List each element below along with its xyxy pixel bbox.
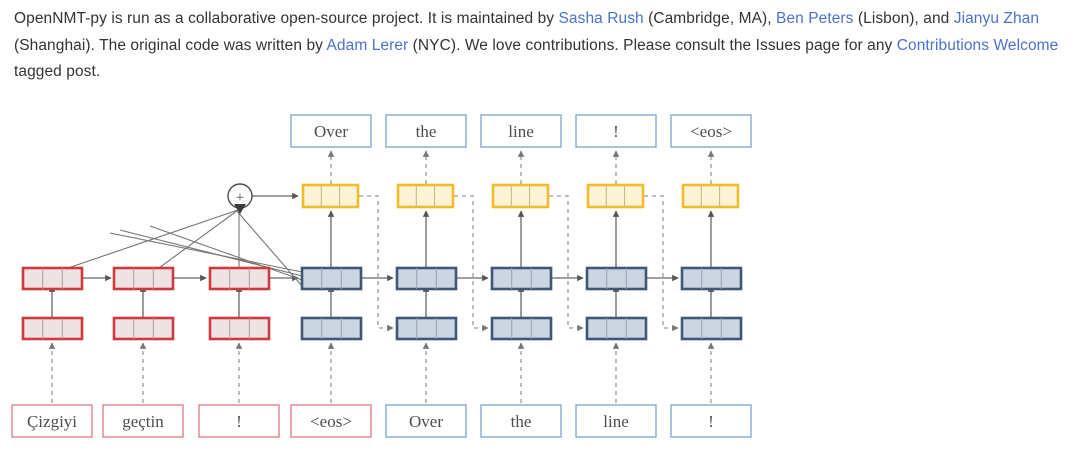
decoder-cell-lower-2: [395, 316, 458, 341]
paragraph-link[interactable]: Jianyu Zhan: [953, 10, 1040, 27]
decoder-cell-lower-3: [490, 316, 553, 341]
input-boxes-source: Çizgiyi geçtin ! <eos>: [11, 404, 372, 438]
output-box-label: line: [508, 122, 534, 141]
attention-plus-label: +: [236, 190, 244, 206]
attn-to-output-dashed-edges: [327, 150, 715, 184]
paragraph-text: (Shanghai). The original code was writte…: [14, 36, 327, 54]
paragraph-link[interactable]: Adam Lerer: [326, 36, 409, 54]
intro-paragraph: OpenNMT-py is run as a collaborative ope…: [14, 6, 1070, 86]
output-box-5[interactable]: <eos>: [670, 114, 752, 148]
paragraph-link[interactable]: Ben Peters: [776, 10, 854, 27]
encoder-cell-lower-2: [112, 316, 175, 341]
decoder-cell-lower-5: [680, 316, 743, 341]
attention-context-edges: [67, 209, 303, 287]
seq2seq-diagram: +: [0, 100, 1080, 456]
attention-cell-2: [396, 183, 455, 209]
attention-cell-3: [491, 183, 550, 209]
output-box-label: <eos>: [690, 122, 732, 141]
input-boxes-target: Over the line !: [385, 404, 752, 438]
encoder-cell-upper-2: [112, 266, 175, 291]
output-box-2[interactable]: the: [385, 114, 467, 148]
paragraph-text: (NYC). We love contributions. Please con…: [408, 36, 897, 54]
attention-cell-1: [301, 183, 360, 209]
input-box-source-4[interactable]: <eos>: [290, 404, 372, 438]
input-box-label: the: [511, 412, 532, 431]
input-box-label: line: [603, 412, 629, 431]
paragraph-link[interactable]: Contributions Welcome: [896, 36, 1059, 54]
output-box-label: !: [613, 122, 619, 141]
input-box-label: !: [708, 412, 714, 431]
paragraph-link[interactable]: Sasha Rush: [558, 10, 644, 27]
decoder-to-attention-edges: [327, 210, 715, 268]
input-box-target-3[interactable]: line: [575, 404, 657, 438]
input-box-label: Over: [409, 412, 443, 431]
input-box-target-1[interactable]: Over: [385, 404, 467, 438]
attention-cell-5: [681, 183, 740, 209]
paragraph-text: OpenNMT-py is run as a collaborative ope…: [14, 10, 559, 27]
decoder-cell-upper-3: [490, 266, 553, 291]
input-box-label: !: [236, 412, 242, 431]
attention-feedback-edges: [359, 195, 679, 332]
input-box-label: geçtin: [122, 412, 164, 431]
output-box-label: Over: [314, 122, 348, 141]
decoder-cell-upper-5: [680, 266, 743, 291]
output-box-1[interactable]: Over: [290, 114, 372, 148]
paragraph-text: (Cambridge, MA),: [643, 10, 777, 27]
output-box-3[interactable]: line: [480, 114, 562, 148]
decoder-cells: [300, 266, 743, 341]
output-box-label: the: [416, 122, 437, 141]
input-box-target-2[interactable]: the: [480, 404, 562, 438]
output-box-4[interactable]: !: [575, 114, 657, 148]
encoder-cell-lower-1: [21, 316, 84, 341]
attention-cell-4: [586, 183, 645, 209]
input-box-label: <eos>: [310, 412, 352, 431]
encoder-cells: [21, 266, 271, 341]
output-boxes: Over the line ! <eos>: [290, 114, 752, 148]
input-box-source-1[interactable]: Çizgiyi: [11, 404, 93, 438]
attention-plus-node: +: [227, 183, 299, 209]
input-box-source-2[interactable]: geçtin: [102, 404, 184, 438]
decoder-cell-upper-4: [585, 266, 648, 291]
encoder-cell-upper-1: [21, 266, 84, 291]
layer1-to-layer2-edges: [48, 285, 715, 318]
input-box-target-4[interactable]: !: [670, 404, 752, 438]
decoder-cell-lower-1: [300, 316, 363, 341]
attention-arrowhead: [234, 204, 246, 214]
attention-cells: [301, 183, 740, 209]
input-box-source-3[interactable]: !: [198, 404, 280, 438]
decoder-cell-upper-1: [300, 266, 363, 291]
encoder-cell-upper-3: [208, 266, 271, 291]
paragraph-text: tagged post.: [14, 63, 101, 80]
input-box-label: Çizgiyi: [27, 412, 77, 431]
encoder-cell-lower-3: [208, 316, 271, 341]
decoder-cell-lower-4: [585, 316, 648, 341]
decoder-cell-upper-2: [395, 266, 458, 291]
input-to-cell-dashed-edges: [48, 342, 715, 403]
paragraph-text: (Lisbon), and: [853, 10, 954, 27]
